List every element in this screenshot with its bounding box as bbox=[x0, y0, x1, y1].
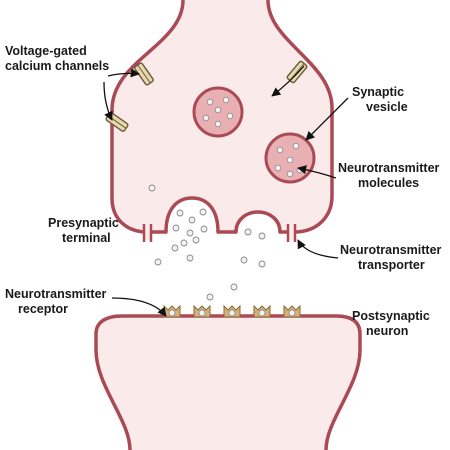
pointer-nt-transporter bbox=[297, 239, 339, 259]
receptor-4 bbox=[253, 304, 271, 318]
pointer-calcium-left bbox=[103, 81, 113, 121]
label-nt-receptor-2: receptor bbox=[18, 302, 68, 316]
label-vesicle: vesicle bbox=[366, 100, 408, 114]
synaptic-vesicle-right bbox=[264, 132, 316, 184]
pointer-into-terminal bbox=[271, 65, 305, 97]
label-nt-molecules-2: molecules bbox=[358, 176, 419, 190]
label-synaptic: Synaptic bbox=[352, 85, 404, 99]
receptor-5 bbox=[283, 304, 301, 318]
label-presynaptic: Presynaptic bbox=[48, 216, 119, 230]
receptor-3 bbox=[223, 304, 241, 318]
pointer-synaptic-vesicle bbox=[305, 97, 349, 141]
label-voltage-gated: Voltage-gated bbox=[5, 44, 87, 58]
neurotransmitter-receptors bbox=[163, 304, 301, 318]
label-nt-transporter-1: Neurotransmitter bbox=[340, 243, 442, 257]
label-calcium-channels: calcium channels bbox=[5, 59, 109, 73]
pointer-lines bbox=[103, 65, 349, 317]
synaptic-vesicle-left bbox=[192, 86, 244, 138]
receptor-2 bbox=[193, 304, 211, 318]
label-nt-molecules-1: Neurotransmitter bbox=[338, 161, 440, 175]
pointer-nt-receptor bbox=[111, 297, 167, 317]
label-nt-transporter-2: transporter bbox=[358, 258, 425, 272]
neurotransmitter-molecules bbox=[148, 184, 266, 301]
receptor-1 bbox=[163, 304, 181, 318]
label-terminal: terminal bbox=[62, 231, 111, 245]
neurotransmitter-transporter-right bbox=[286, 224, 297, 242]
label-nt-receptor-1: Neurotransmitter bbox=[5, 287, 107, 301]
pointer-nt-molecules bbox=[297, 165, 337, 179]
pointer-calcium-top bbox=[107, 68, 140, 78]
neurotransmitter-transporter-left bbox=[142, 224, 153, 242]
label-neuron: neuron bbox=[366, 324, 408, 338]
label-postsynaptic: Postsynaptic bbox=[352, 309, 430, 323]
postsynaptic-neuron bbox=[96, 316, 360, 450]
